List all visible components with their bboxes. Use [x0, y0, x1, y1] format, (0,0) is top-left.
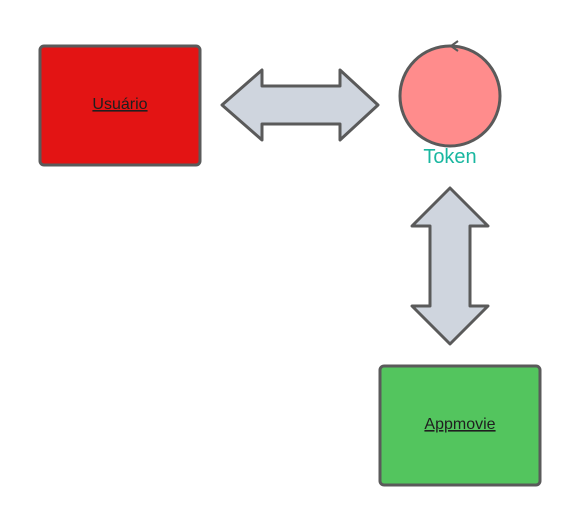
token-cycle-arrow-icon: [450, 40, 459, 52]
token-circle: [398, 44, 502, 148]
usuario-node[interactable]: Usuário: [38, 44, 202, 167]
appmovie-label: Appmovie: [424, 416, 495, 433]
appmovie-node[interactable]: Appmovie: [378, 364, 542, 487]
horizontal-double-arrow: [220, 68, 380, 142]
vertical-double-arrow: [410, 186, 490, 346]
appmovie-box: [378, 364, 542, 487]
usuario-label: Usuário: [92, 96, 147, 113]
usuario-box: [38, 44, 202, 167]
token-node[interactable]: Token: [398, 40, 502, 168]
token-label: Token: [423, 146, 476, 168]
